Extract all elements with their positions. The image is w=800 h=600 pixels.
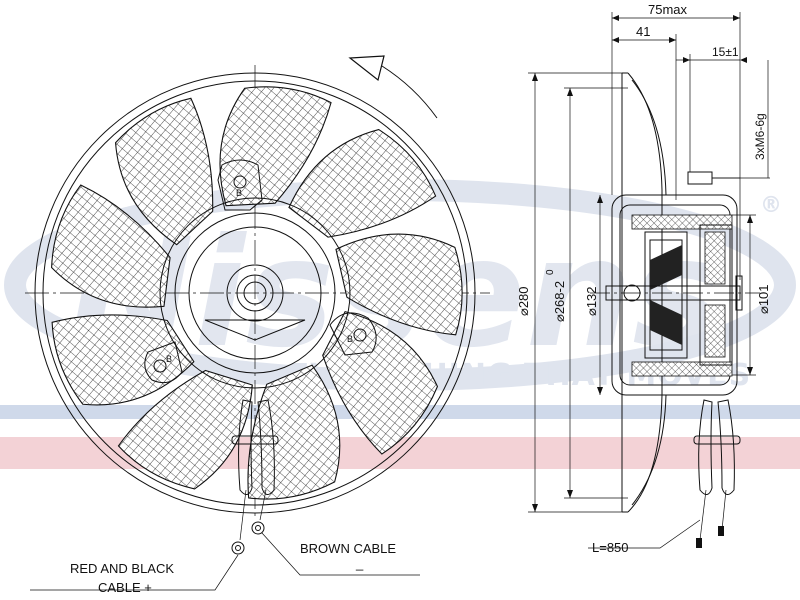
fan-blade xyxy=(114,97,214,246)
label-red-black-cable: RED AND BLACK CABLE + xyxy=(70,561,174,595)
front-view: B B B RED AND BLACK CA xyxy=(25,55,490,595)
motor-housing xyxy=(605,194,743,396)
fan-blade xyxy=(51,184,171,308)
svg-text:CABLE +: CABLE + xyxy=(98,580,152,595)
cable-bundle-side xyxy=(588,399,741,549)
dim-cable-length: L=850 xyxy=(592,540,629,555)
dim-dia-132: ⌀132 xyxy=(584,286,599,316)
dim-dia-101: ⌀101 xyxy=(756,284,771,314)
label-brown-cable: BROWN CABLE _ xyxy=(300,541,396,571)
dim-overall-depth: 75max xyxy=(648,2,688,17)
fan-blade xyxy=(322,310,439,455)
fan-blade xyxy=(288,128,437,238)
side-view: 75max 41 15±1 3xM6-6g ⌀280 ⌀268-2 0 ⌀132… xyxy=(516,2,771,555)
dim-depth-15: 15±1 xyxy=(712,45,739,59)
mount-bracket-left: B xyxy=(144,341,183,384)
hub xyxy=(159,197,351,389)
dim-dia-268: ⌀268-2 xyxy=(552,281,567,322)
dim-dia-268-upper: 0 xyxy=(545,269,556,275)
dim-thread: 3xM6-6g xyxy=(753,113,767,160)
fan-blades xyxy=(51,86,463,500)
dim-depth-41: 41 xyxy=(636,24,650,39)
outer-ring xyxy=(34,72,476,514)
dimension-lines xyxy=(528,12,770,513)
outer-ring-inner xyxy=(42,80,468,506)
rotation-arrow xyxy=(348,55,438,119)
dim-dia-280: ⌀280 xyxy=(516,286,531,316)
svg-text:B: B xyxy=(347,334,353,344)
fan-blade xyxy=(219,86,332,207)
svg-text:B: B xyxy=(166,354,172,364)
fan-blade xyxy=(247,364,341,500)
watermark-stripe-red xyxy=(0,437,800,469)
svg-text:B: B xyxy=(236,188,242,198)
svg-text:_: _ xyxy=(355,556,364,571)
fan-blade xyxy=(335,233,463,336)
svg-text:RED AND BLACK: RED AND BLACK xyxy=(70,561,174,576)
fan-blade xyxy=(117,369,253,490)
mount-bracket-top: B xyxy=(217,159,263,211)
cable-bundle-front xyxy=(231,399,279,555)
watermark-reg: ® xyxy=(760,193,782,218)
svg-text:BROWN CABLE: BROWN CABLE xyxy=(300,541,396,556)
mount-bracket-right: B xyxy=(329,312,377,356)
